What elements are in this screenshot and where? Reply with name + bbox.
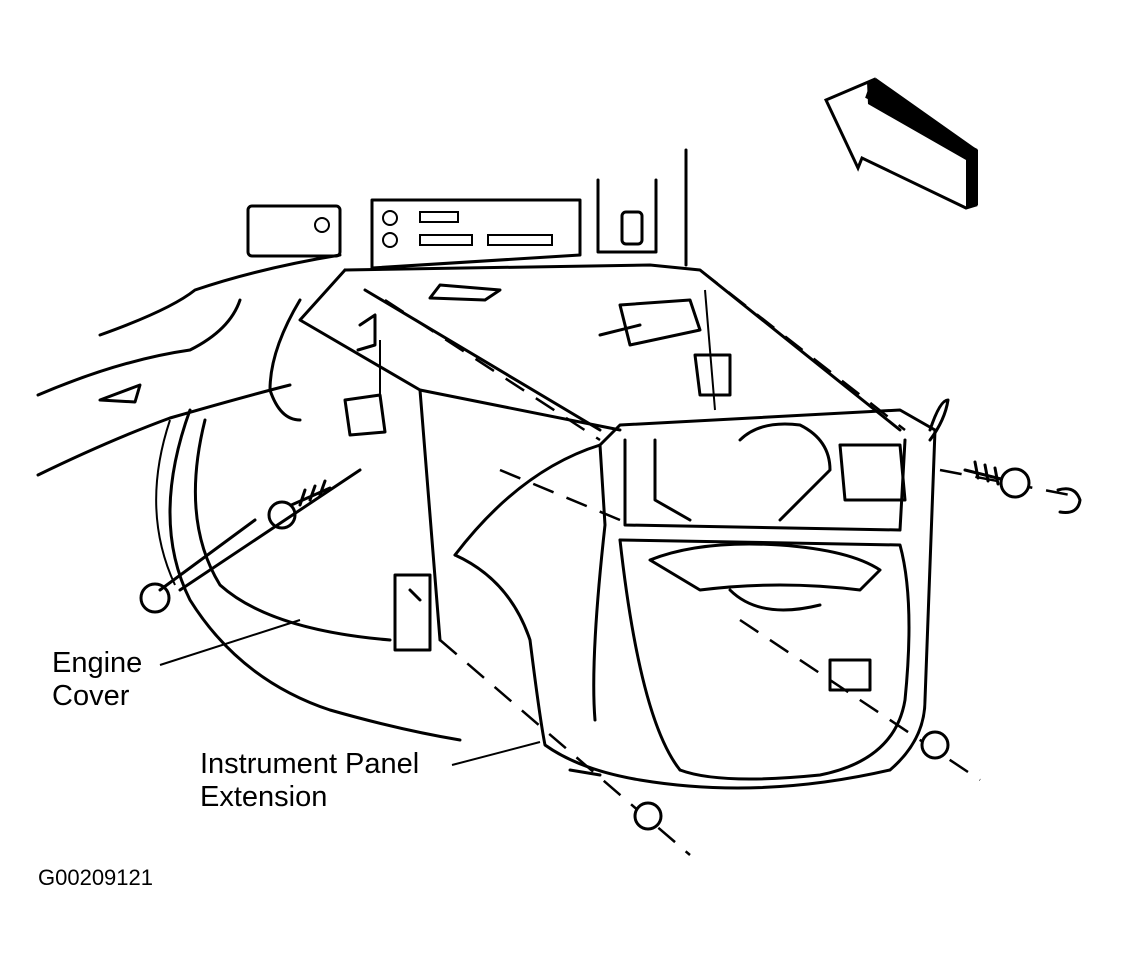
engine-cover-leader <box>159 619 301 666</box>
clip-icon <box>158 468 362 592</box>
instrument-panel-extension <box>453 398 950 790</box>
instrument-panel-extension-label: Instrument Panel Extension <box>200 748 419 814</box>
push-pin-retainer-icon <box>139 487 1082 831</box>
console-body <box>298 263 902 652</box>
radio-panel <box>370 148 688 270</box>
figure-id: G00209121 <box>38 865 153 890</box>
ipe-label-line1: Instrument Panel <box>200 748 420 780</box>
screw-icon <box>267 460 1031 530</box>
ipe-label-line2: Extension <box>200 781 328 813</box>
engine-cover <box>36 204 462 742</box>
ipe-leader <box>451 741 541 766</box>
engine-cover-label: Engine Cover <box>52 647 142 713</box>
engine-cover-label-line1: Engine <box>52 647 143 679</box>
alignment-lines <box>384 269 1071 856</box>
direction-arrow-icon <box>823 77 978 210</box>
engine-cover-label-line2: Cover <box>52 680 130 712</box>
